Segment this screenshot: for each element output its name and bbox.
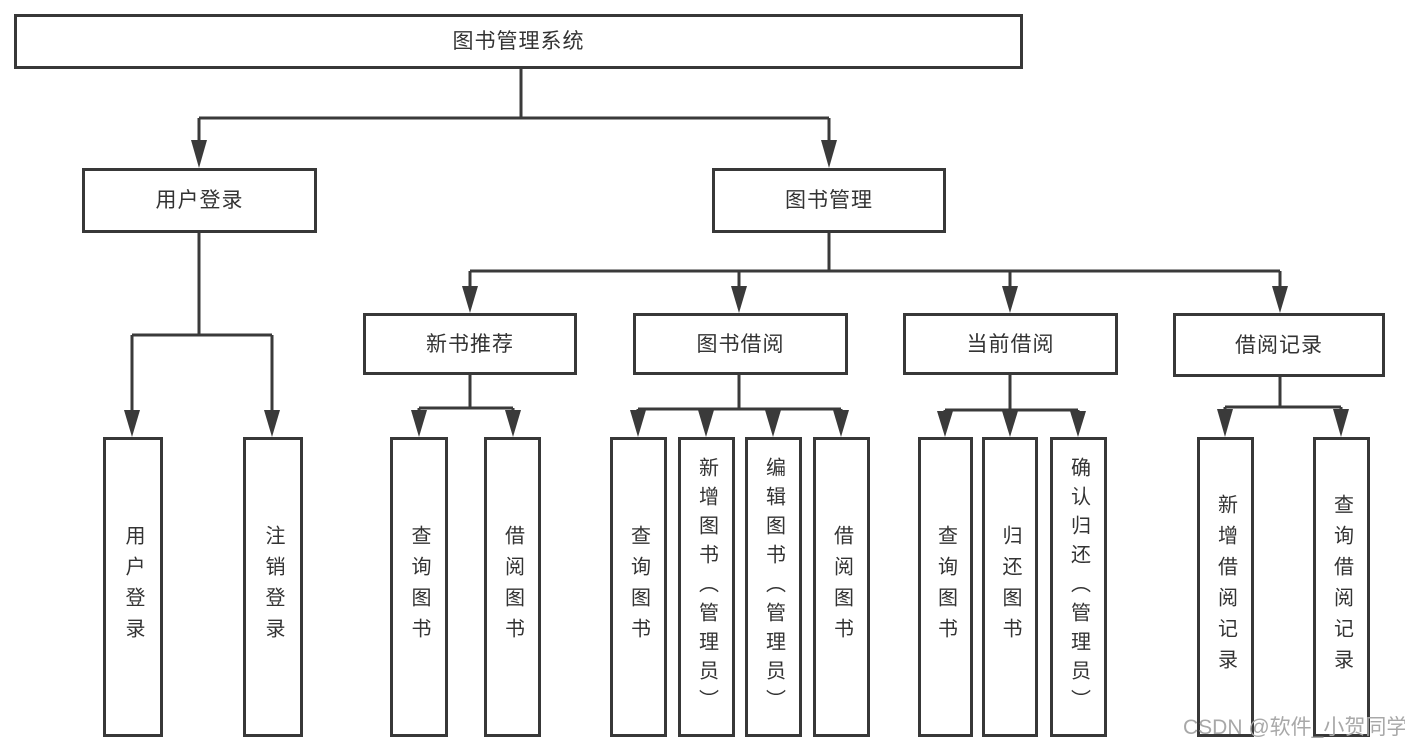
leaf-confirm-return-admin: 确认归还（管理员）	[1050, 437, 1107, 737]
leaf-query-books-borrowing-label: 查询图书	[627, 525, 650, 649]
node-user-login: 用户登录	[82, 168, 317, 233]
leaf-logout-label: 注销登录	[262, 525, 284, 649]
csdn-watermark: CSDN @软件_小贺同学	[1183, 716, 1405, 739]
leaf-borrow-books-recommend: 借阅图书	[484, 437, 541, 737]
leaf-confirm-return-admin-label: 确认归还（管理员）	[1067, 456, 1090, 718]
leaf-return-books-label: 归还图书	[999, 525, 1021, 649]
leaf-query-books-current: 查询图书	[918, 437, 973, 737]
leaf-query-borrow-record: 查询借阅记录	[1313, 437, 1370, 737]
leaf-query-books-current-label: 查询图书	[934, 525, 957, 649]
leaf-return-books: 归还图书	[982, 437, 1038, 737]
node-new-book-recommend: 新书推荐	[363, 313, 577, 375]
node-book-borrowing: 图书借阅	[633, 313, 848, 375]
leaf-edit-books-admin-label: 编辑图书（管理员）	[762, 456, 785, 718]
leaf-add-books-admin: 新增图书（管理员）	[678, 437, 735, 737]
node-current-borrowing: 当前借阅	[903, 313, 1118, 375]
leaf-user-login-label: 用户登录	[122, 525, 144, 649]
node-current-borrowing-label: 当前借阅	[966, 332, 1055, 356]
node-book-borrowing-label: 图书借阅	[696, 332, 785, 356]
leaf-user-login: 用户登录	[103, 437, 163, 737]
leaf-borrow-books-recommend-label: 借阅图书	[501, 525, 524, 649]
leaf-borrow-books-label: 借阅图书	[830, 525, 853, 649]
leaf-add-books-admin-label: 新增图书（管理员）	[695, 456, 718, 718]
node-root-label: 图书管理系统	[452, 30, 585, 53]
leaf-query-books-recommend-label: 查询图书	[408, 525, 430, 649]
leaf-borrow-books: 借阅图书	[813, 437, 870, 737]
node-book-management: 图书管理	[712, 168, 946, 233]
leaf-logout: 注销登录	[243, 437, 303, 737]
leaf-query-books-recommend: 查询图书	[390, 437, 448, 737]
node-borrow-records: 借阅记录	[1173, 313, 1385, 377]
leaf-add-borrow-record: 新增借阅记录	[1197, 437, 1254, 737]
node-book-management-label: 图书管理	[785, 189, 873, 212]
leaf-add-borrow-record-label: 新增借阅记录	[1214, 494, 1237, 680]
leaf-edit-books-admin: 编辑图书（管理员）	[745, 437, 802, 737]
leaf-query-books-borrowing: 查询图书	[610, 437, 667, 737]
node-user-login-label: 用户登录	[155, 189, 244, 212]
node-borrow-records-label: 借阅记录	[1235, 333, 1323, 357]
leaf-query-borrow-record-label: 查询借阅记录	[1330, 494, 1353, 680]
node-root: 图书管理系统	[14, 14, 1023, 69]
node-new-book-recommend-label: 新书推荐	[426, 332, 514, 356]
